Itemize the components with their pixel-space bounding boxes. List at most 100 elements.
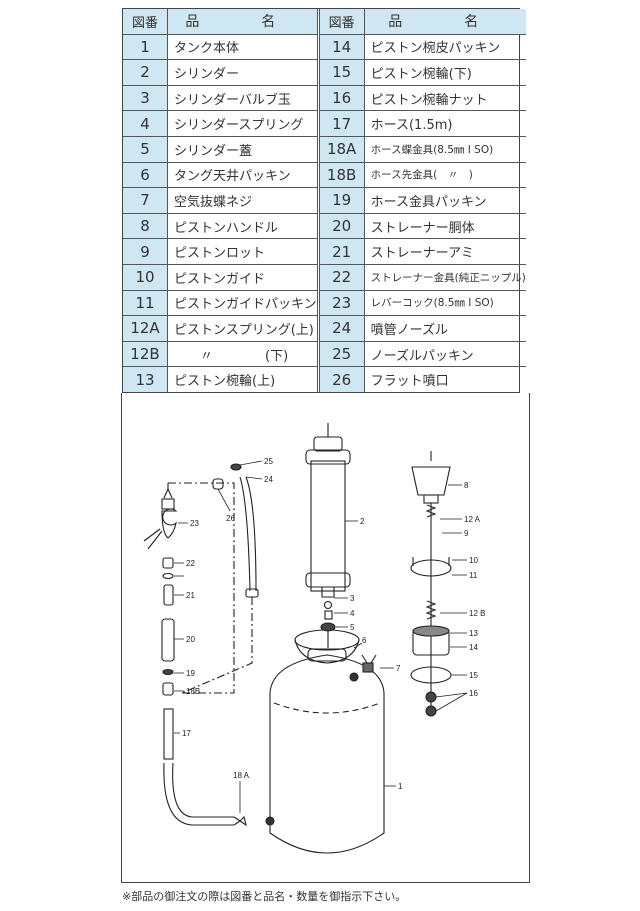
part-name: ピストン椀輪(上) [174,374,276,390]
label-5: 5 [350,623,355,632]
label-9: 9 [464,529,469,538]
label-2: 2 [360,517,365,526]
part-name: ストレーナーアミ [370,246,474,262]
table-row: 8 ピストンハンドル [123,213,317,240]
header-num: 図番 [319,9,365,34]
label-17: 17 [182,729,191,738]
part-num: 11 [123,290,168,316]
part-num: 18B [319,162,365,188]
part-name: シリンダー蓋 [174,143,253,159]
part-num: 9 [123,239,168,264]
nozzle-pipe-assembly [181,463,259,694]
table-row: 21 ストレーナーアミ [319,239,526,265]
part-name: 噴管ノーズル [370,322,448,338]
label-6: 6 [362,636,367,645]
label-4: 4 [350,609,355,618]
table-header: 図番 品 名 [123,9,317,35]
part-name: タンク本体 [174,41,240,57]
cylinder-lid-part [320,622,336,632]
label-8: 8 [464,481,469,490]
part-name: ピストンガイド [174,271,266,287]
part-num: 4 [123,111,168,136]
table-row: 26 フラット噴口 [319,367,526,392]
label-7: 7 [396,664,401,673]
part-num: 15 [319,60,365,85]
part-name: ホース先金具( 〃 ) [370,169,473,182]
part-num: 2 [123,60,168,85]
part-name: シリンダーバルブ玉 [174,92,291,108]
sprayer-drawing: 2 3 4 5 6 7 1 8 12 A 9 10 11 12 B 13 14 … [143,423,485,854]
part-name: タング天井パッキン [174,169,291,185]
table-row: 10 ピストンガイド [123,264,317,291]
part-num: 23 [319,290,365,316]
part-name: フラット噴口 [370,374,449,390]
part-num: 17 [319,111,365,136]
part-name: 〃 (下) [174,348,289,364]
part-name: ピストン椀輪(下) [370,66,472,82]
label-18a: 18 A [233,771,250,780]
header-name: 品 名 [168,9,317,34]
piston-assembly [410,451,452,717]
part-num: 8 [123,213,168,239]
header-num: 図番 [123,9,168,34]
label-12b: 12 B [469,609,485,618]
part-num: 16 [319,85,365,111]
part-name: ノーズルパッキン [370,348,474,364]
part-num: 26 [319,367,365,392]
table-row: 4 シリンダースプリング [123,111,317,137]
label-19: 19 [186,669,195,678]
table-row: 5 シリンダー蓋 [123,136,317,163]
part-num: 18A [319,136,365,162]
label-20: 20 [186,635,195,644]
part-name: シリンダースプリング [174,118,304,134]
part-num: 19 [319,188,365,213]
part-num: 13 [123,367,168,392]
part-name: ストレーナー金具(純正ニップル) [370,271,526,284]
part-num: 22 [319,264,365,290]
part-num: 25 [319,341,365,367]
part-num: 10 [123,264,168,290]
part-num: 21 [319,239,365,264]
label-1: 1 [398,782,403,791]
exploded-parts-diagram: 2 3 4 5 6 7 1 8 12 A 9 10 11 12 B 13 14 … [121,393,530,883]
label-18b: 18B [186,687,200,696]
table-row: 15 ピストン椀輪(下) [319,60,526,86]
label-13: 13 [469,629,478,638]
cylinder-part [305,423,351,598]
table-row: 13 ピストン椀輪(上) [123,367,317,392]
part-num: 5 [123,136,168,162]
leader-lines [174,460,468,813]
table-row: 24 噴管ノーズル [319,316,526,342]
table-row: 11 ピストンガイドパッキン [123,290,317,317]
table-row: 2 シリンダー [123,60,317,86]
label-22: 22 [186,559,195,568]
part-num: 12B [123,341,168,367]
label-12a: 12 A [464,515,481,524]
label-3: 3 [350,594,355,603]
part-name: ピストンガイドパッキン [174,297,317,313]
part-name: 空気抜蝶ネジ [174,194,253,210]
label-25: 25 [264,457,273,466]
table-row: 20 ストレーナー胴体 [319,213,526,240]
part-name: ピストンハンドル [174,220,279,236]
label-21: 21 [186,591,195,600]
part-num: 24 [319,316,365,341]
part-name: ストレーナー胴体 [370,220,475,236]
table-row: 22 ストレーナー金具(純正ニップル) [319,264,526,291]
part-num: 20 [319,213,365,239]
order-footnote: ※部品の御注文の際は図番と品名・数量を御指示下さい。 [122,890,407,903]
label-24: 24 [264,475,273,484]
label-26: 26 [226,514,235,523]
air-release-screw-part [361,654,377,673]
part-num: 14 [319,34,365,60]
part-name: シリンダー [174,66,240,82]
part-name: レバーコック(8.5㎜ I SO) [370,297,494,310]
